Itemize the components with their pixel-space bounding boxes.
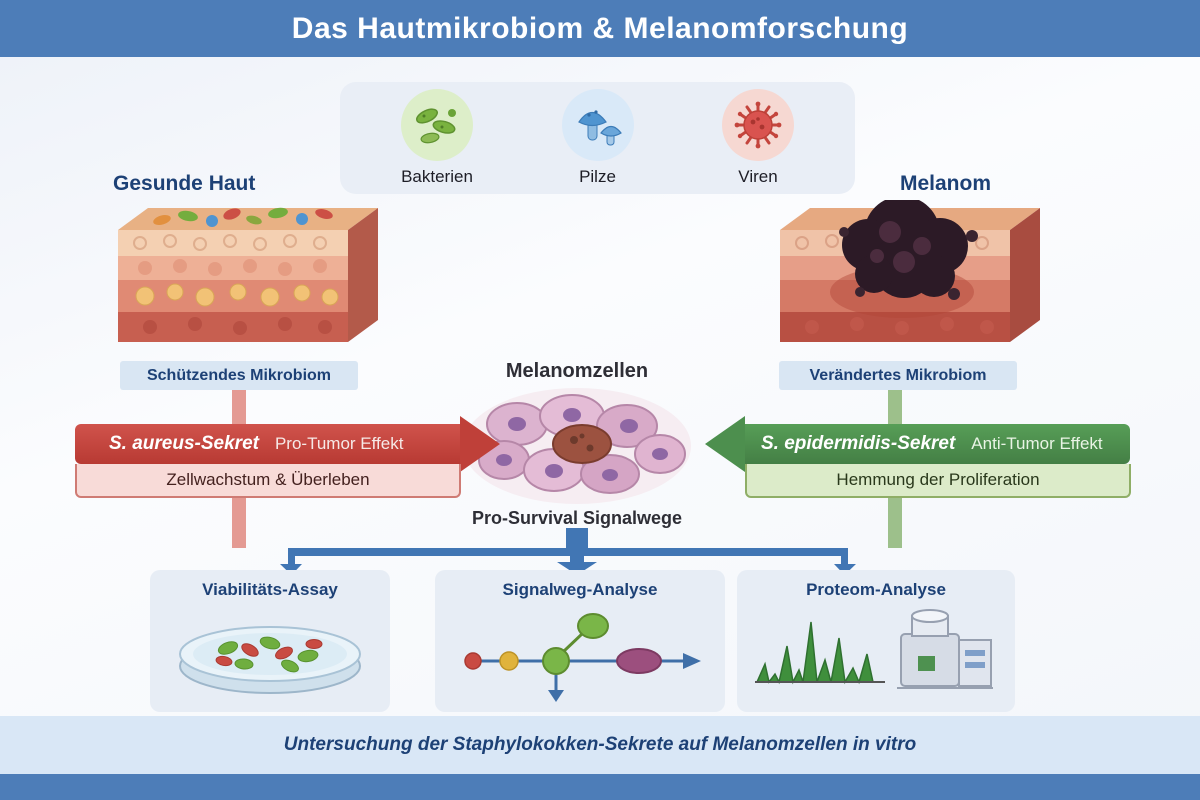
- viability-assay-box: Viabilitäts-Assay: [150, 570, 390, 712]
- connector-melanoma-to-arrow: [888, 390, 902, 424]
- pro-tumor-arrowhead-icon: [460, 416, 500, 472]
- header-bar: Das Hautmikrobiom & Melanomforschung: [0, 0, 1200, 57]
- anti-tumor-arrowhead-icon: [705, 416, 745, 472]
- legend-item-fungi: Pilze: [543, 89, 653, 187]
- petri-dish-icon: [179, 626, 361, 694]
- legend-label-bacteria: Bakterien: [401, 167, 473, 186]
- chromatogram-icon: [755, 621, 885, 685]
- bacteria-icon: [401, 89, 473, 161]
- pro-tumor-detail-box: Zellwachstum & Überleben: [75, 464, 461, 498]
- legend-label-fungi: Pilze: [579, 167, 616, 186]
- connector-arrow-to-flow-left: [232, 498, 246, 548]
- anti-tumor-detail-box: Hemmung der Proliferation: [745, 464, 1131, 498]
- legend-label-viruses: Viren: [738, 167, 778, 186]
- legend-item-bacteria: Bakterien: [382, 89, 492, 187]
- pro-tumor-arrow-body: S. aureus-Sekret Pro-Tumor Effekt: [75, 424, 460, 464]
- s-epidermidis-label: S. epidermidis-Sekret: [761, 433, 956, 454]
- melanoma-cells-illustration: [463, 388, 691, 504]
- mass-spec-icon: [897, 609, 993, 689]
- fungi-icon: [561, 89, 634, 161]
- anti-tumor-arrow-body: S. epidermidis-Sekret Anti-Tumor Effekt: [745, 424, 1130, 464]
- proteome-analysis-title: Proteom-Analyse: [806, 580, 946, 599]
- s-aureus-label: S. aureus-Sekret: [109, 433, 259, 454]
- microbe-legend: Bakterien Pilze: [340, 82, 855, 194]
- melanoma-cells-label: Melanomzellen: [505, 360, 649, 382]
- pro-tumor-effect-label: Pro-Tumor Effekt: [274, 434, 404, 453]
- connector-healthy-to-arrow: [232, 390, 246, 424]
- melanoma-skin-illustration: [780, 200, 1040, 342]
- pro-survival-label: Pro-Survival Signalwege: [471, 508, 683, 528]
- study-caption: Untersuchung der Staphylokokken-Sekrete …: [283, 734, 917, 755]
- protective-microbiome-label: Schützendes Mikrobiom: [120, 361, 358, 390]
- healthy-skin-heading: Gesunde Haut: [113, 172, 256, 195]
- altered-microbiome-label: Verändertes Mikrobiom: [779, 361, 1017, 390]
- healthy-skin-illustration: [118, 207, 378, 342]
- anti-tumor-effect-label: Anti-Tumor Effekt: [971, 434, 1103, 453]
- caption-bar: Untersuchung der Staphylokokken-Sekrete …: [0, 716, 1200, 774]
- pathway-analysis-box: Signalweg-Analyse: [435, 570, 725, 712]
- flow-connectors: [280, 528, 856, 575]
- proteome-analysis-box: Proteom-Analyse: [737, 570, 1015, 712]
- connector-arrow-to-flow-right: [888, 498, 902, 548]
- melanoma-heading: Melanom: [900, 172, 992, 195]
- pro-tumor-arrow: S. aureus-Sekret Pro-Tumor Effekt: [75, 416, 500, 472]
- anti-tumor-arrow: S. epidermidis-Sekret Anti-Tumor Effekt: [705, 416, 1130, 472]
- virus-icon: [722, 89, 794, 161]
- page-title: Das Hautmikrobiom & Melanomforschung: [291, 12, 909, 45]
- pathway-icon: [464, 613, 701, 702]
- legend-item-viruses: Viren: [703, 89, 813, 187]
- viability-assay-title: Viabilitäts-Assay: [202, 580, 338, 599]
- bottom-accent-bar: [0, 774, 1200, 800]
- pathway-analysis-title: Signalweg-Analyse: [502, 580, 658, 599]
